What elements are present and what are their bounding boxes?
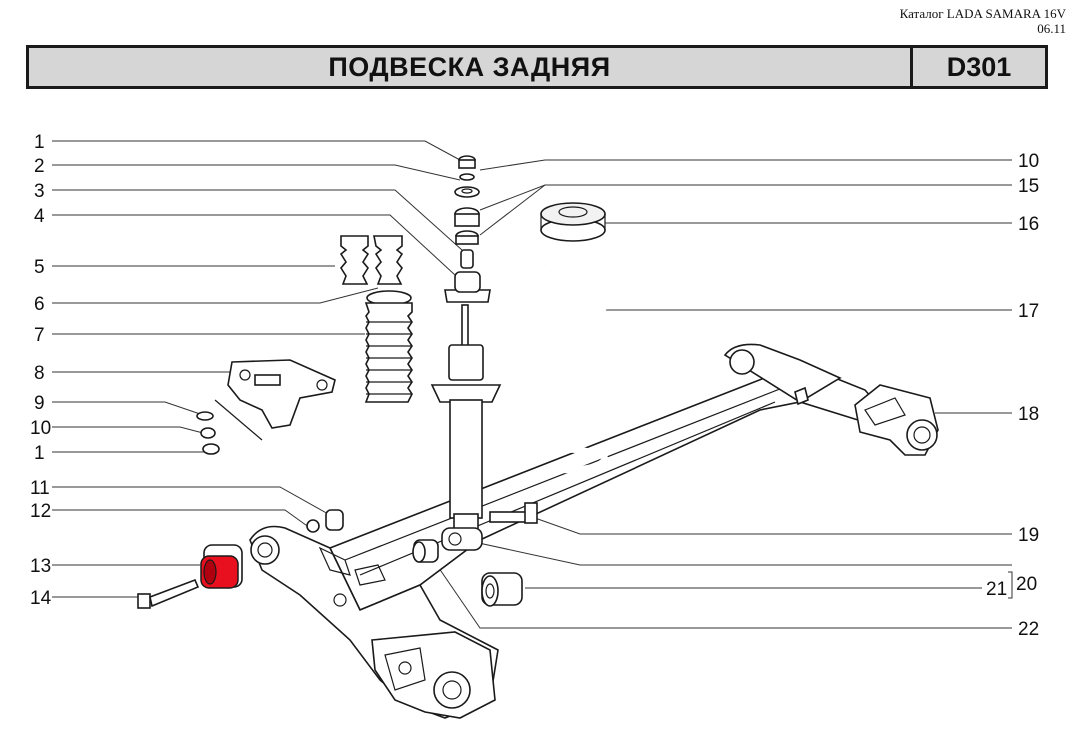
callout-7: 7 <box>34 325 45 346</box>
page-header: ПОДВЕСКА ЗАДНЯЯ D301 <box>26 45 1048 89</box>
callout-1-lower: 1 <box>34 443 45 464</box>
catalog-info: Каталог LADA SAMARA 16V 06.11 <box>900 6 1066 36</box>
callouts-left: 1 2 3 4 5 6 7 8 9 10 1 11 12 13 14 <box>30 132 52 609</box>
callout-17: 17 <box>1018 301 1039 322</box>
callout-21: 21 <box>986 579 1007 600</box>
callouts-right: 10 15 16 17 18 19 21 20 22 <box>986 151 1039 640</box>
bump-stop-bracket <box>196 359 336 455</box>
shock-absorber <box>430 304 502 551</box>
callout-6: 6 <box>34 294 45 315</box>
callout-20: 20 <box>1016 574 1037 595</box>
spring-insulator <box>540 202 606 242</box>
leader-lines <box>52 140 1013 629</box>
bump-stops <box>339 235 404 285</box>
coil-spring <box>534 259 609 474</box>
callout-16: 16 <box>1018 214 1039 235</box>
catalog-date: 06.11 <box>1037 21 1066 36</box>
callout-10-left: 10 <box>30 418 51 439</box>
callout-18: 18 <box>1018 404 1039 425</box>
callout-10-right: 10 <box>1018 151 1039 172</box>
bushings-and-bolts <box>137 502 538 609</box>
section-code: D301 <box>910 48 1045 86</box>
callout-11: 11 <box>30 478 50 499</box>
callout-9: 9 <box>34 393 45 414</box>
callout-8: 8 <box>34 363 45 384</box>
page-title: ПОДВЕСКА ЗАДНЯЯ <box>328 51 611 82</box>
callout-19: 19 <box>1018 525 1039 546</box>
callout-1: 1 <box>34 132 45 153</box>
callout-12: 12 <box>30 501 51 522</box>
callout-14: 14 <box>30 588 52 609</box>
callout-2: 2 <box>34 156 45 177</box>
callout-3: 3 <box>34 181 45 202</box>
callout-4: 4 <box>34 206 45 227</box>
callout-15: 15 <box>1018 176 1039 197</box>
rear-axle-beam <box>249 343 939 719</box>
callout-22: 22 <box>1018 619 1039 640</box>
callout-13: 13 <box>30 556 51 577</box>
shock-top-mount <box>444 155 491 303</box>
callout-5: 5 <box>34 257 45 278</box>
catalog-name: Каталог LADA SAMARA 16V <box>899 6 1066 21</box>
protective-boot <box>364 290 413 403</box>
